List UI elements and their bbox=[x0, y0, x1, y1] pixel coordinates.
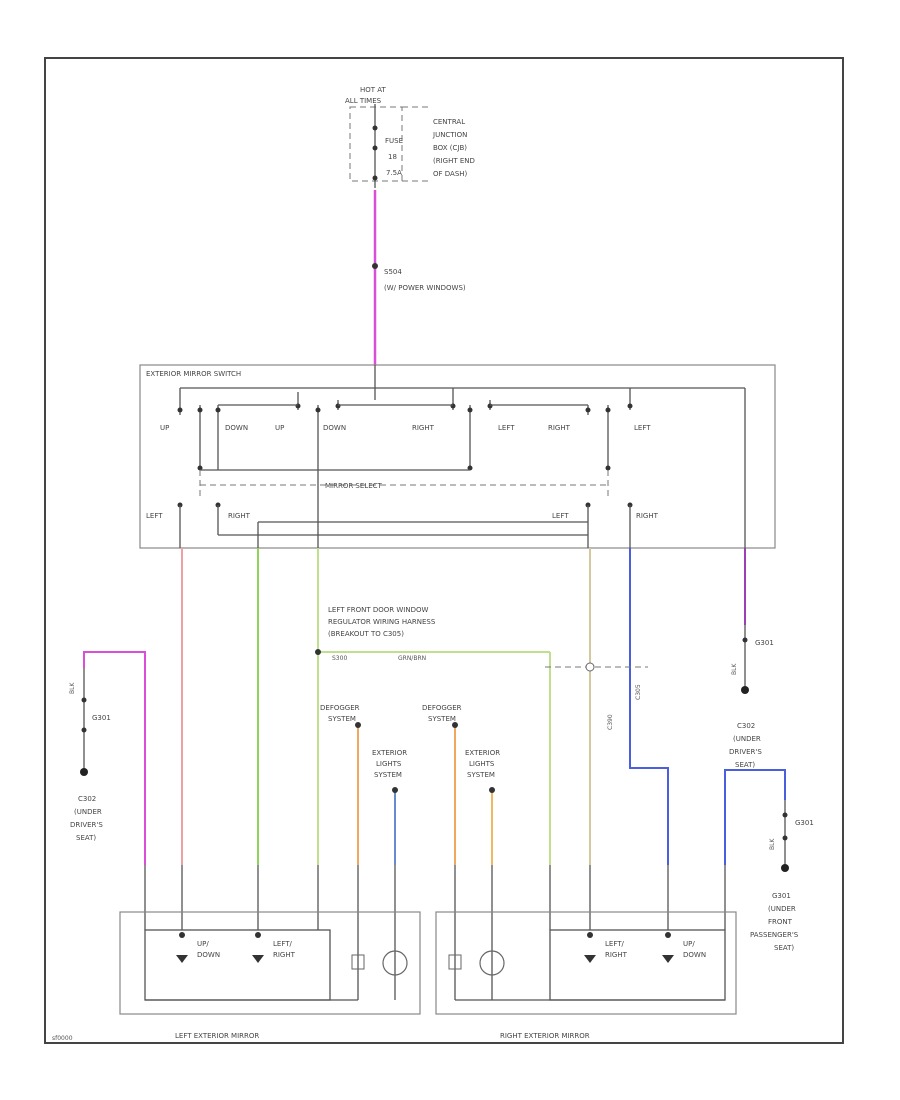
left-motor1-1: DOWN bbox=[197, 951, 220, 959]
switch-title: EXTERIOR MIRROR SWITCH bbox=[146, 370, 241, 378]
right-mirror-title: RIGHT EXTERIOR MIRROR bbox=[500, 1032, 590, 1040]
defogger-right-0: DEFOGGER bbox=[422, 704, 462, 712]
right-defogger-element bbox=[448, 954, 462, 970]
ground-right-id: G301 bbox=[795, 819, 814, 827]
ground-top-right-desc-0: C302 bbox=[737, 722, 755, 730]
fuse-number: 18 bbox=[388, 153, 397, 161]
switch-label-down-1: DOWN bbox=[225, 424, 248, 432]
splice-s504 bbox=[372, 263, 378, 269]
wire-pink-ground bbox=[83, 651, 146, 865]
left-defogger-element bbox=[351, 954, 365, 970]
switch-bottom-left-a: LEFT bbox=[146, 512, 163, 520]
connector-c2: C305 bbox=[635, 684, 642, 700]
cjb-location-3: (RIGHT END bbox=[433, 157, 475, 165]
connector-c1: C390 bbox=[607, 714, 614, 730]
left-light-bulb bbox=[382, 950, 408, 976]
ground-right-desc-2: FRONT bbox=[768, 918, 793, 926]
switch-box bbox=[139, 364, 776, 549]
splice-label-1: S300 bbox=[332, 655, 347, 662]
ground-right-desc-0: G301 bbox=[772, 892, 791, 900]
harness-note-0: LEFT FRONT DOOR WINDOW bbox=[328, 606, 428, 614]
circuit-desc: (W/ POWER WINDOWS) bbox=[384, 284, 466, 292]
mirror-select-label: MIRROR SELECT bbox=[325, 482, 383, 490]
cjb-location-4: OF DASH) bbox=[433, 170, 468, 178]
right-mirror-box bbox=[435, 911, 737, 1015]
ground-right-desc-4: SEAT) bbox=[774, 944, 794, 952]
left-exterior-mirror: UP/ DOWN LEFT/ RIGHT LEFT EXTERIOR MIRRO… bbox=[119, 911, 421, 1040]
ground-left-desc-0: C302 bbox=[78, 795, 96, 803]
ground-top-right-wire: BLK bbox=[731, 663, 738, 675]
ground-right-desc-1: (UNDER bbox=[768, 905, 796, 913]
left-mirror-box bbox=[119, 911, 421, 1015]
ground-point-top-right bbox=[741, 686, 749, 694]
defogger-left-1: SYSTEM bbox=[328, 715, 356, 723]
right-motor1-1: RIGHT bbox=[605, 951, 628, 959]
switch-label-up-2: UP bbox=[275, 424, 284, 432]
left-motor2-0: LEFT/ bbox=[273, 940, 293, 948]
right-motor1-0: LEFT/ bbox=[605, 940, 625, 948]
ground-point-right bbox=[781, 864, 789, 872]
left-mirror-title: LEFT EXTERIOR MIRROR bbox=[175, 1032, 259, 1040]
fuse-box-outline bbox=[349, 106, 403, 182]
switch-bottom-left-b: LEFT bbox=[552, 512, 569, 520]
ground-left: BLK G301 C302 (UNDER DRIVER'S SEAT) bbox=[69, 668, 111, 842]
switch-label-left-2: LEFT bbox=[634, 424, 651, 432]
harness-wires bbox=[83, 548, 786, 1000]
cjb-location-1: JUNCTION bbox=[432, 131, 467, 139]
switch-label-up-1: UP bbox=[160, 424, 169, 432]
ground-left-desc-3: SEAT) bbox=[76, 834, 96, 842]
ext-lights-left-2: SYSTEM bbox=[374, 771, 402, 779]
ground-right-desc-3: PASSENGER'S bbox=[750, 931, 799, 939]
ground-left-desc-1: (UNDER bbox=[74, 808, 102, 816]
ext-lights-left-0: EXTERIOR bbox=[372, 749, 407, 757]
ground-top-right: BLK G301 C302 (UNDER DRIVER'S SEAT) bbox=[729, 625, 774, 769]
diagram-frame bbox=[44, 57, 844, 1044]
harness-note-2: (BREAKOUT TO C305) bbox=[328, 630, 404, 638]
ext-lights-right-0: EXTERIOR bbox=[465, 749, 500, 757]
wire-blue-ground bbox=[724, 769, 786, 865]
ground-top-right-desc-2: DRIVER'S bbox=[729, 748, 762, 756]
right-exterior-mirror: LEFT/ RIGHT UP/ DOWN RIGHT EXTERIOR MIRR… bbox=[435, 911, 737, 1040]
switch-bottom-right-a: RIGHT bbox=[228, 512, 251, 520]
power-source: HOT AT ALL TIMES FUSE 18 7.5A CENTRAL JU… bbox=[345, 86, 475, 188]
left-motor2-1: RIGHT bbox=[273, 951, 296, 959]
ext-lights-right-2: SYSTEM bbox=[467, 771, 495, 779]
cjb-location-0: CENTRAL bbox=[433, 118, 465, 126]
ground-top-right-desc-1: (UNDER bbox=[733, 735, 761, 743]
ground-left-wire: BLK bbox=[69, 682, 76, 694]
switch-bottom-right-b: RIGHT bbox=[636, 512, 659, 520]
switch-label-down-2: DOWN bbox=[323, 424, 346, 432]
wire-blue bbox=[629, 548, 669, 865]
ground-right: BLK G301 G301 (UNDER FRONT PASSENGER'S S… bbox=[750, 800, 814, 952]
all-times-label: ALL TIMES bbox=[345, 97, 382, 105]
ground-left-desc-2: DRIVER'S bbox=[70, 821, 103, 829]
ext-lights-left-1: LIGHTS bbox=[376, 760, 402, 768]
defogger-left-0: DEFOGGER bbox=[320, 704, 360, 712]
exterior-mirror-switch: EXTERIOR MIRROR SWITCH UP DOW bbox=[139, 364, 776, 549]
fuse-label: FUSE bbox=[385, 137, 403, 145]
right-motor2-1: DOWN bbox=[683, 951, 706, 959]
ext-lights-right-1: LIGHTS bbox=[469, 760, 495, 768]
ground-top-right-desc-3: SEAT) bbox=[735, 761, 755, 769]
switch-label-right-1: RIGHT bbox=[412, 424, 435, 432]
fuse-rating: 7.5A bbox=[386, 169, 402, 177]
cjb-location-2: BOX (CJB) bbox=[433, 144, 467, 152]
ground-left-id: G301 bbox=[92, 714, 111, 722]
hot-at-label: HOT AT bbox=[360, 86, 387, 94]
ground-point-left bbox=[80, 768, 88, 776]
right-light-bulb bbox=[479, 950, 505, 976]
left-motor1-0: UP/ bbox=[197, 940, 209, 948]
harness-note-1: REGULATOR WIRING HARNESS bbox=[328, 618, 436, 626]
defogger-right-1: SYSTEM bbox=[428, 715, 456, 723]
switch-label-right-2: RIGHT bbox=[548, 424, 571, 432]
circuit-id: S504 bbox=[384, 268, 402, 276]
ground-right-wire: BLK bbox=[769, 838, 776, 850]
footer-code: sf0000 bbox=[52, 1035, 73, 1042]
splice-label-2: GRN/BRN bbox=[398, 655, 426, 662]
ground-top-right-id: G301 bbox=[755, 639, 774, 647]
right-motor2-0: UP/ bbox=[683, 940, 695, 948]
switch-label-left-1: LEFT bbox=[498, 424, 515, 432]
